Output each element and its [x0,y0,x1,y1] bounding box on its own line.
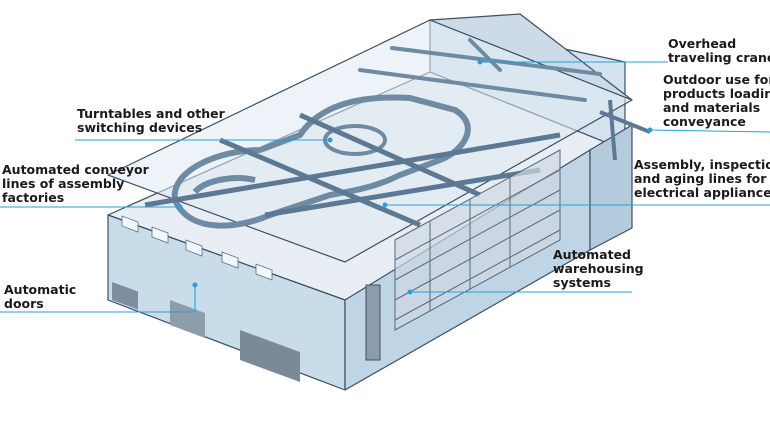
rail [298,112,482,198]
rail [219,137,421,228]
window [121,215,139,233]
callout-line: doors [4,296,44,311]
callout-conveyor-lines: Automated conveyor lines of assembly fac… [2,163,149,205]
roof-gable [429,13,633,101]
door-panel [170,300,205,338]
leader-dot [647,127,653,133]
leader-dot [192,282,198,288]
window [221,251,239,269]
outdoor-rail [608,99,617,161]
callout-line: factories [2,190,65,205]
leader-dots [177,59,653,295]
callout-line: and materials [663,100,761,115]
callout-line: Assembly, inspection [634,157,770,172]
conveyor-branch [192,175,256,195]
callout-line: traveling cranes [668,50,770,65]
rack-shelf [394,169,561,261]
callout-overhead-cranes: Overhead traveling cranes [668,37,770,65]
crane-rail [358,68,587,102]
right-end-wall [589,124,633,251]
callout-line: and aging lines for [634,171,767,186]
callout-line: Automatic [4,282,77,297]
callout-line: Overhead [668,36,737,51]
callout-line: conveyance [663,114,746,129]
callout-line: systems [553,275,611,290]
callout-line: Automated [553,247,631,262]
outdoor-rail [599,110,651,134]
leader-dot [177,204,183,210]
callout-assembly-lines: Assembly, inspection and aging lines for… [634,158,770,200]
rail [144,132,561,208]
warehouse-racks [394,149,561,331]
leader-dot [477,59,483,65]
outdoor-crane [599,99,651,161]
callout-outdoor-use: Outdoor use for products loading and mat… [663,73,770,129]
callout-line: switching devices [77,120,203,135]
leader-dot [407,289,413,295]
rack-shelf [394,229,561,321]
crane-rails [358,38,602,102]
crane-rail [468,38,502,72]
rail [264,167,541,218]
callout-line: electrical appliances [634,185,770,200]
door-panels [112,282,300,382]
building [107,13,633,391]
callout-warehousing: Automated warehousing systems [553,248,644,290]
window [255,263,273,281]
window [151,226,169,244]
leader-lines [0,61,770,313]
door-panel [112,282,138,310]
assembly-rails [144,112,561,228]
rack-shelf [394,209,561,301]
callout-line: Turntables and other [77,106,225,121]
callout-line: warehousing [553,261,644,276]
leader-dot [382,202,388,208]
callout-line: lines of assembly [2,176,125,191]
leader-dot [327,137,333,143]
callout-line: Automated conveyor [2,162,149,177]
door-panel [240,330,300,382]
callout-line: Outdoor use for [663,72,770,87]
callout-turntables: Turntables and other switching devices [77,107,225,135]
leader-outdoor [649,129,770,133]
stacker-crane [365,284,381,361]
callout-line: products loading [663,86,770,101]
crane-rail [390,46,602,76]
wall-windows [121,215,273,281]
window [185,239,203,257]
callout-automatic-doors: Automatic doors [4,283,76,311]
